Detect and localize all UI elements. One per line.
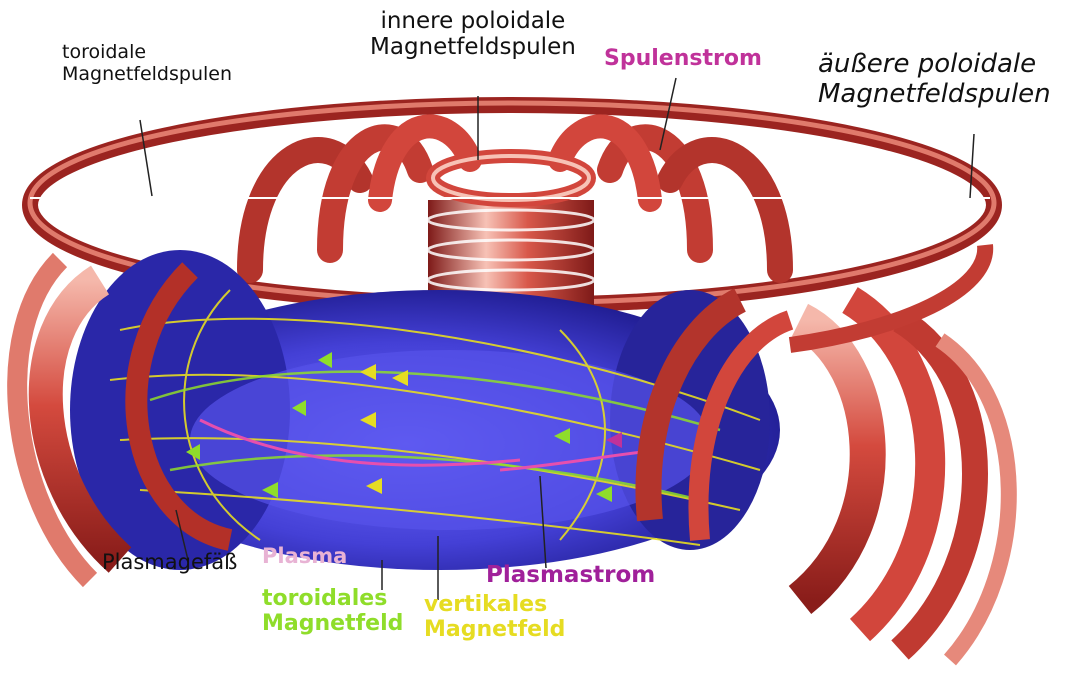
label-plasma: Plasma	[262, 544, 347, 568]
label-poloidal-field-line2: Magnetfeld	[424, 617, 565, 642]
label-coil-current: Spulenstrom	[604, 46, 762, 71]
label-outer-poloidal-line2: Magnetfeldspulen	[818, 80, 1051, 110]
label-toroidal-coils: toroidale Magnetfeldspulen	[62, 42, 232, 86]
label-plasma-current: Plasmastrom	[486, 562, 655, 588]
label-inner-poloidal-line2: Magnetfeldspulen	[370, 34, 576, 60]
label-toroidal-field-line2: Magnetfeld	[262, 611, 403, 636]
label-inner-poloidal-line1: innere poloidale	[370, 8, 576, 34]
label-poloidal-field: vertikales Magnetfeld	[424, 592, 565, 643]
label-toroidal-coils-line2: Magnetfeldspulen	[62, 64, 232, 86]
label-outer-poloidal-line1: äußere poloidale	[818, 50, 1051, 80]
label-toroidal-field: toroidales Magnetfeld	[262, 586, 403, 637]
label-poloidal-field-line1: vertikales	[424, 592, 565, 617]
label-outer-poloidal: äußere poloidale Magnetfeldspulen	[818, 50, 1051, 110]
label-vessel: Plasmagefäß	[102, 550, 237, 574]
label-inner-poloidal: innere poloidale Magnetfeldspulen	[370, 8, 576, 61]
label-toroidal-field-line1: toroidales	[262, 586, 403, 611]
label-toroidal-coils-line1: toroidale	[62, 42, 232, 64]
